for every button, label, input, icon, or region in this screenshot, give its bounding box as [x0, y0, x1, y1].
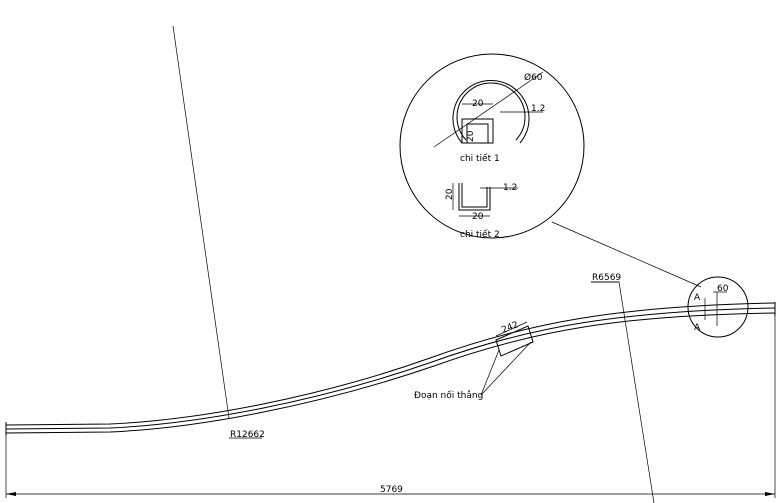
radius-left-label: R12662: [230, 430, 265, 440]
radius-right-label: R6569: [592, 273, 621, 283]
splice-dim-line: [495, 321, 528, 337]
end-height-label: 60: [717, 284, 729, 294]
detail-leader: [551, 221, 702, 288]
detail-2-caption: chi tiết 2: [460, 229, 500, 240]
detail-2-profile: [452, 183, 518, 217]
detail-1-width: 20: [472, 99, 484, 109]
curved-rail: [5, 302, 776, 434]
splice-leader-2: [480, 341, 532, 396]
section-mark-bottom: A: [694, 323, 701, 333]
splice-segment: [495, 325, 534, 357]
splice-leader-1: [480, 349, 500, 396]
detail-1-height: 20: [466, 130, 476, 142]
detail-1-caption: chi tiết 1: [460, 153, 500, 164]
overall-length-label: 5769: [380, 485, 403, 495]
dim-arrow-left: [6, 492, 16, 496]
detail-2-width: 20: [472, 212, 484, 222]
radius-line-left: [172, 25, 230, 419]
splice-note: Đoạn nối thẳng: [414, 390, 483, 401]
dim-arrow-right: [765, 492, 775, 496]
detail-1-thickness: 1.2: [531, 104, 545, 114]
detail-1-profile: [433, 71, 544, 148]
section-circle: [687, 276, 749, 338]
detail-1-diameter: Ø60: [524, 72, 543, 83]
detail-2-height: 20: [445, 188, 455, 200]
detail-1-diameter-line: [433, 71, 544, 148]
detail-callout-circle: [399, 53, 585, 239]
section-mark-top: A: [694, 293, 701, 303]
detail-2-thickness: 1.2: [503, 183, 517, 193]
